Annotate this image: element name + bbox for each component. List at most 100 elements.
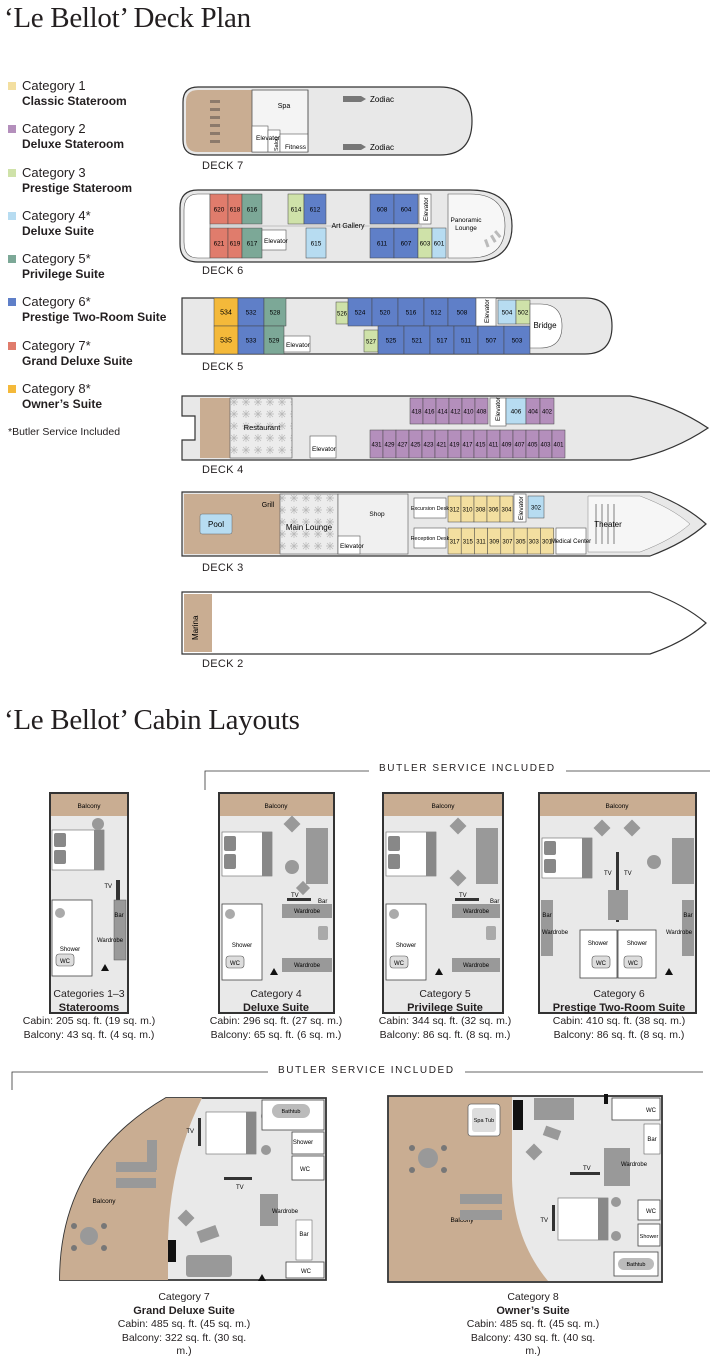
cabin-number: 306 bbox=[488, 507, 499, 513]
layout-caption-grand-deluxe-suite: Category 7 Grand Deluxe Suite Cabin: 485… bbox=[114, 1291, 254, 1359]
wardrobe-label: Wardrobe bbox=[666, 930, 693, 936]
caption-name: Privilege Suite bbox=[407, 1001, 483, 1014]
balcony-label: Balcony bbox=[605, 803, 629, 810]
cabin-number: 411 bbox=[489, 442, 499, 448]
cabin-number: 312 bbox=[449, 507, 460, 513]
deck-7-name: DECK 7 bbox=[202, 160, 244, 172]
balcony-label: Balcony bbox=[92, 1198, 116, 1205]
deck4-label-restaurant: Restaurant bbox=[244, 423, 282, 432]
cabin-block bbox=[540, 527, 554, 555]
cabin-number: 521 bbox=[412, 337, 423, 344]
legend-category: Category 3 bbox=[22, 164, 86, 180]
cabin-number: 301 bbox=[542, 539, 553, 545]
cabin-block bbox=[423, 297, 449, 327]
cabin-number: 608 bbox=[377, 206, 388, 213]
cabin-number: 529 bbox=[269, 337, 280, 344]
cabin-number: 508 bbox=[457, 309, 468, 316]
legend-note: *Butler Service Included bbox=[8, 426, 121, 438]
deck3-label-elevator-a: Elevator bbox=[340, 543, 365, 550]
cabin-number: 414 bbox=[437, 409, 448, 415]
deck-2-name: DECK 2 bbox=[202, 658, 244, 670]
caption-balcony-size: Balcony: 43 sq. ft. (4 sq. m.) bbox=[23, 1028, 155, 1041]
cabin-number: 317 bbox=[450, 539, 461, 545]
cabin-number: 410 bbox=[463, 409, 474, 415]
cabin-number: 611 bbox=[377, 240, 388, 247]
legend-label: Prestige Stateroom bbox=[22, 180, 133, 195]
cabin-number: 401 bbox=[553, 442, 564, 448]
cabin-layouts-title: ‘Le Bellot’ Cabin Layouts bbox=[4, 704, 300, 736]
shower-label: Shower bbox=[627, 941, 647, 947]
caption-category: Category 7 bbox=[158, 1291, 210, 1303]
cabin-number: 415 bbox=[475, 442, 486, 448]
caption-category: Categories 1–3 bbox=[53, 988, 125, 1000]
legend-category: Category 5* bbox=[22, 251, 91, 267]
bar-label: Bar bbox=[318, 899, 327, 905]
wardrobe-label: Wardrobe bbox=[272, 1209, 299, 1215]
shower-label: Shower bbox=[293, 1140, 313, 1146]
shower-label: Shower bbox=[232, 943, 252, 949]
cabin-number: 412 bbox=[450, 409, 461, 415]
deck5-label-elevator-b: Elevator bbox=[484, 298, 491, 323]
caption-cabin-size: Cabin: 205 sq. ft. (19 sq. m.) bbox=[22, 1015, 156, 1027]
legend-item: Category 6*Prestige Two-Room Suite bbox=[8, 294, 188, 337]
legend-swatch bbox=[8, 168, 16, 177]
cabin-number: 302 bbox=[531, 505, 542, 511]
layout-caption-deluxe-suite: Category 4 Deluxe Suite Cabin: 296 sq. f… bbox=[206, 988, 346, 1042]
caption-category: Category 8 bbox=[507, 1291, 559, 1303]
caption-category: Category 4 bbox=[250, 988, 302, 1000]
legend-swatch bbox=[8, 255, 16, 264]
cabin-number: 517 bbox=[437, 337, 448, 344]
cabin-number: 607 bbox=[401, 240, 412, 247]
cabin-number: 307 bbox=[502, 539, 513, 545]
cabin-number: 618 bbox=[230, 206, 241, 213]
caption-balcony-size: Balcony: 65 sq. ft. (6 sq. m.) bbox=[210, 1028, 342, 1041]
deck7-label-salon: Salon bbox=[274, 137, 280, 151]
cabin-layouts-drawing: Balcony TV Bar Wardrobe Shower WC Balcon… bbox=[11, 770, 710, 1283]
cabin-number: 601 bbox=[434, 240, 445, 247]
caption-name: Grand Deluxe Suite bbox=[133, 1304, 235, 1317]
layout-staterooms: Balcony TV Bar Wardrobe Shower WC bbox=[49, 792, 129, 1014]
bar-label: Bar bbox=[114, 913, 123, 919]
wc-label: WC bbox=[596, 961, 607, 967]
bar-label: Bar bbox=[647, 1137, 656, 1143]
layout-caption-privilege-suite: Category 5 Privilege Suite Cabin: 344 sq… bbox=[375, 988, 515, 1042]
zodiac-icon bbox=[343, 96, 366, 150]
wardrobe-label: Wardrobe bbox=[294, 909, 321, 915]
cabin-number: 404 bbox=[528, 409, 539, 415]
deck5-label-elevator-a: Elevator bbox=[286, 342, 311, 349]
cabin-number: 310 bbox=[462, 507, 473, 513]
cabin-number: 416 bbox=[424, 409, 435, 415]
caption-cabin-size: Cabin: 344 sq. ft. (32 sq. m.) bbox=[378, 1015, 512, 1027]
caption-category: Category 6 bbox=[593, 988, 645, 1000]
deck-plan-drawing: Spa Zodiac Zodiac Elevator Salon Fitness… bbox=[179, 86, 710, 655]
deck3-label-elevator-b: Elevator bbox=[518, 495, 525, 520]
bathtub-label: Bathtub bbox=[282, 1109, 301, 1115]
cabin-number: 409 bbox=[501, 442, 512, 448]
layout-caption-staterooms: Categories 1–3 Staterooms Cabin: 205 sq.… bbox=[19, 988, 159, 1042]
cabin-number: 520 bbox=[380, 309, 391, 316]
cabin-number: 425 bbox=[410, 442, 421, 448]
bar-label: Bar bbox=[299, 1232, 308, 1238]
cabin-number: 427 bbox=[397, 442, 408, 448]
caption-name: Deluxe Suite bbox=[242, 1001, 310, 1014]
cabin-number: 511 bbox=[461, 337, 472, 344]
deck-5-name: DECK 5 bbox=[202, 361, 244, 373]
deck2-label-marina: Marina bbox=[191, 615, 200, 640]
cabin-block bbox=[303, 193, 327, 225]
shower-label: Shower bbox=[60, 947, 80, 953]
legend-item: Category 7*Grand Deluxe Suite bbox=[8, 338, 188, 381]
tv-label: TV bbox=[459, 893, 467, 899]
layout-privilege-suite: Balcony TV Bar Wardrobe Shower WC Wardro… bbox=[382, 792, 504, 1014]
wardrobe-label: Wardrobe bbox=[542, 930, 569, 936]
cabin-block bbox=[347, 297, 373, 327]
tv-label: TV bbox=[236, 1185, 244, 1191]
legend-label: Privilege Suite bbox=[22, 267, 105, 282]
deck-6-name: DECK 6 bbox=[202, 265, 244, 277]
caption-balcony-size: Balcony: 322 sq. ft. (30 sq. m.) bbox=[121, 1331, 247, 1358]
cabin-number: 311 bbox=[476, 539, 486, 545]
